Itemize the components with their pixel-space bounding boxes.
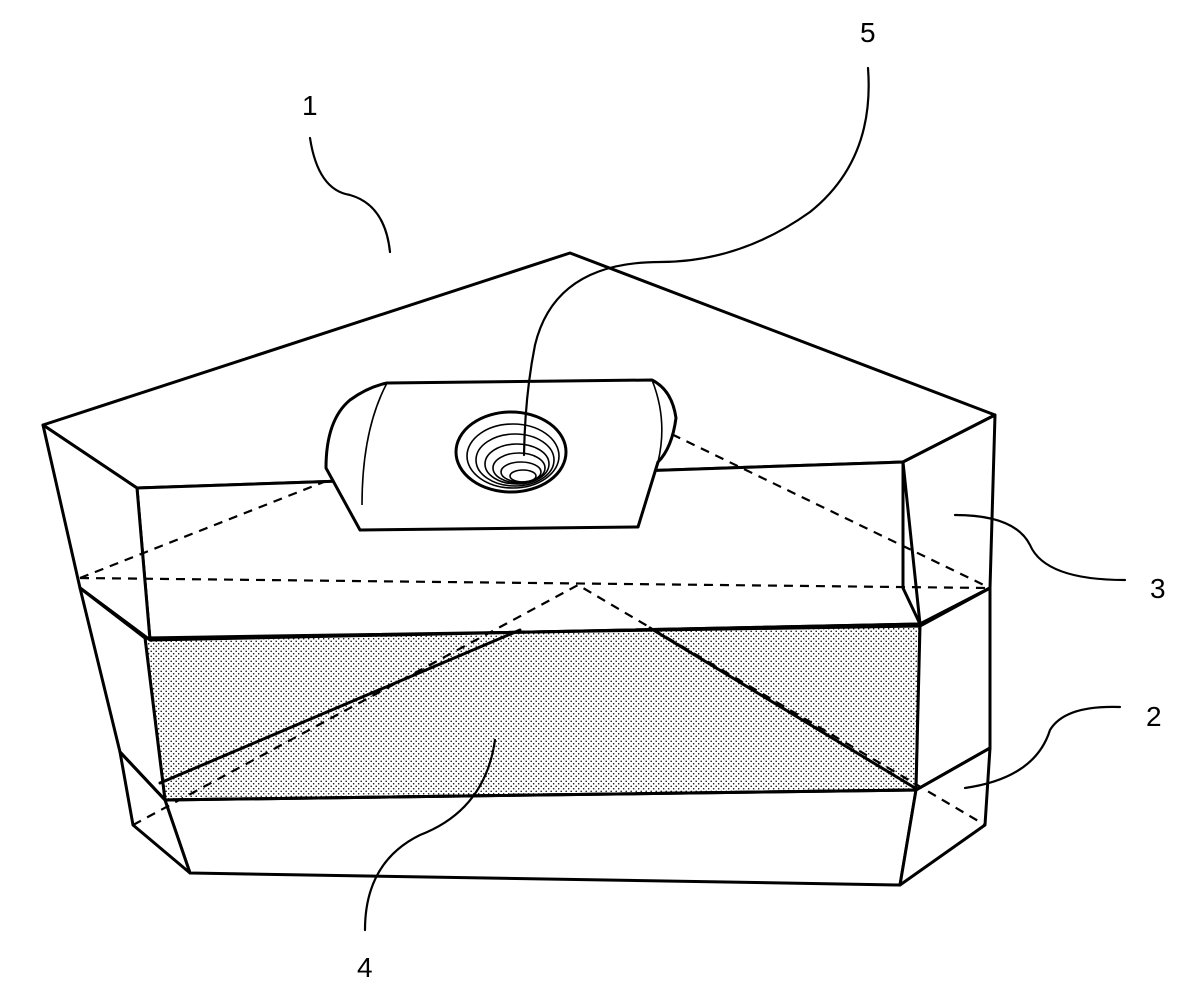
clamping-boss-side-curve <box>361 382 388 506</box>
lower-seam-line <box>118 746 992 802</box>
stipple-diagonal-left <box>158 628 522 785</box>
hidden-lower-triangle <box>132 583 986 826</box>
leader-line-3 <box>953 513 1127 582</box>
upper-seam-line <box>78 586 992 642</box>
leader-line-5 <box>522 66 870 457</box>
reference-label-3: 3 <box>1150 573 1166 604</box>
reference-label-2: 2 <box>1146 701 1162 732</box>
leader-line-1 <box>308 136 392 254</box>
hidden-upper-triangle-base <box>79 576 991 590</box>
cutting-layer-front-face <box>143 624 922 802</box>
clamping-boss-right-curve <box>651 379 663 463</box>
leader-line-2 <box>963 705 1122 790</box>
lower-body-front-face <box>163 788 918 887</box>
threaded-hole <box>454 410 568 494</box>
reference-label-1: 1 <box>302 90 318 121</box>
reference-label-4: 4 <box>357 952 373 983</box>
reference-label-5: 5 <box>860 17 876 48</box>
leader-line-4 <box>363 738 497 932</box>
hidden-upper-triangle <box>79 383 991 589</box>
